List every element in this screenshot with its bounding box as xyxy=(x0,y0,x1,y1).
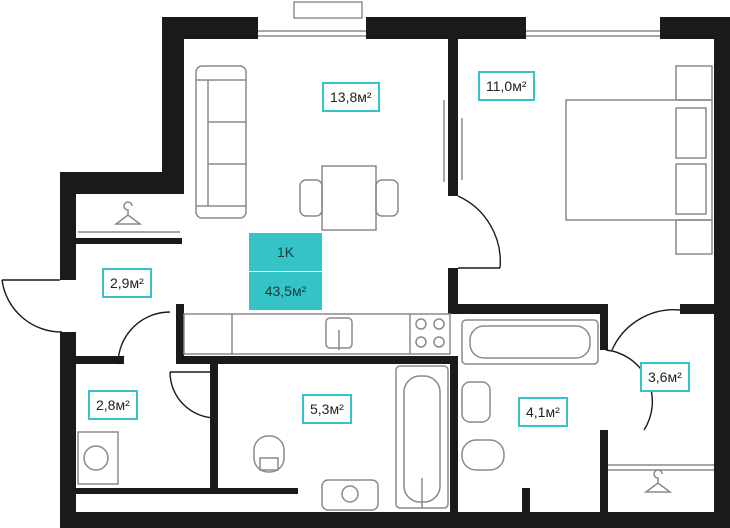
hanger-icon xyxy=(113,201,143,225)
area-label-hallway: 2,9м² xyxy=(102,268,152,298)
washing-machine xyxy=(77,431,119,485)
walls xyxy=(60,17,730,528)
area-label-utility: 2,8м² xyxy=(88,390,138,420)
area-label-toilet-bath: 4,1м² xyxy=(518,397,568,427)
apartment-type-badge: 1K xyxy=(249,233,322,271)
kitchen-counter xyxy=(183,313,451,355)
area-label-wardrobe: 3,6м² xyxy=(640,362,690,392)
dining-table xyxy=(321,165,377,231)
windows xyxy=(258,1,714,471)
hanger-icon xyxy=(643,469,673,493)
total-area-badge: 43,5м² xyxy=(249,272,322,310)
area-label-bathroom: 5,3м² xyxy=(302,394,352,424)
sofa xyxy=(195,65,247,219)
toilet xyxy=(253,435,285,473)
furniture xyxy=(77,65,713,511)
area-label-bedroom: 11,0м² xyxy=(478,71,535,101)
area-label-living-kitchen: 13,8м² xyxy=(322,82,380,112)
bed xyxy=(565,99,713,221)
